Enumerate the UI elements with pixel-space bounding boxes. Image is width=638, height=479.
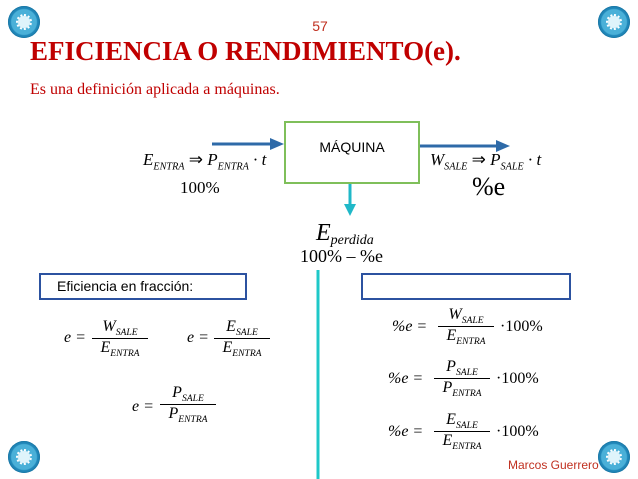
input-formula: EENTRA ⇒ PENTRA · t (143, 150, 267, 173)
slide-subtitle: Es una definición aplicada a máquinas. (30, 81, 280, 98)
machine-label: MÁQUINA (319, 139, 385, 155)
seal-top-right-icon (598, 6, 630, 38)
formula-p2-lhs: %e = (388, 370, 424, 387)
formula-f1-lhs: e = (64, 329, 86, 346)
seal-bottom-left-icon (8, 441, 40, 473)
machine-box: MÁQUINA (284, 121, 420, 184)
formula-f3-lhs: e = (132, 398, 154, 415)
formula-p1-lhs: %e = (392, 318, 428, 335)
slide-title: EFICIENCIA O RENDIMIENTO(e). (30, 36, 461, 66)
output-percent: %e (472, 172, 506, 201)
output-arrow (420, 140, 510, 152)
loss-expression: 100% – %e (300, 246, 383, 266)
formula-p1-rhs: ·100% (500, 318, 543, 335)
formula-f3: PSALE PENTRA (160, 384, 216, 425)
formula-f1: WSALE EENTRA (92, 318, 148, 359)
formula-p3: ESALE EENTRA (434, 411, 490, 452)
seal-top-left-icon (8, 6, 40, 38)
fraction-label: Eficiencia en fracción: (57, 278, 194, 294)
loss-arrow (344, 184, 356, 216)
formula-f2-lhs: e = (187, 329, 209, 346)
input-arrow (212, 138, 284, 150)
input-percent: 100% (180, 178, 220, 197)
formula-p3-lhs: %e = (388, 423, 424, 440)
formula-p2-rhs: ·100% (496, 370, 539, 387)
page-number: 57 (312, 18, 328, 34)
seal-bottom-right-icon (598, 441, 630, 473)
formula-p3-rhs: ·100% (496, 423, 539, 440)
output-formula: WSALE ⇒ PSALE · t (430, 150, 542, 173)
percent-label-box (361, 273, 571, 300)
formula-p2: PSALE PENTRA (434, 358, 490, 399)
formula-f2: ESALE EENTRA (214, 318, 270, 359)
author-footer: Marcos Guerrero (508, 458, 599, 472)
formula-p1: WSALE EENTRA (438, 306, 494, 347)
loss-energy: Eperdida (316, 220, 374, 249)
fraction-label-box: Eficiencia en fracción: (39, 273, 247, 300)
